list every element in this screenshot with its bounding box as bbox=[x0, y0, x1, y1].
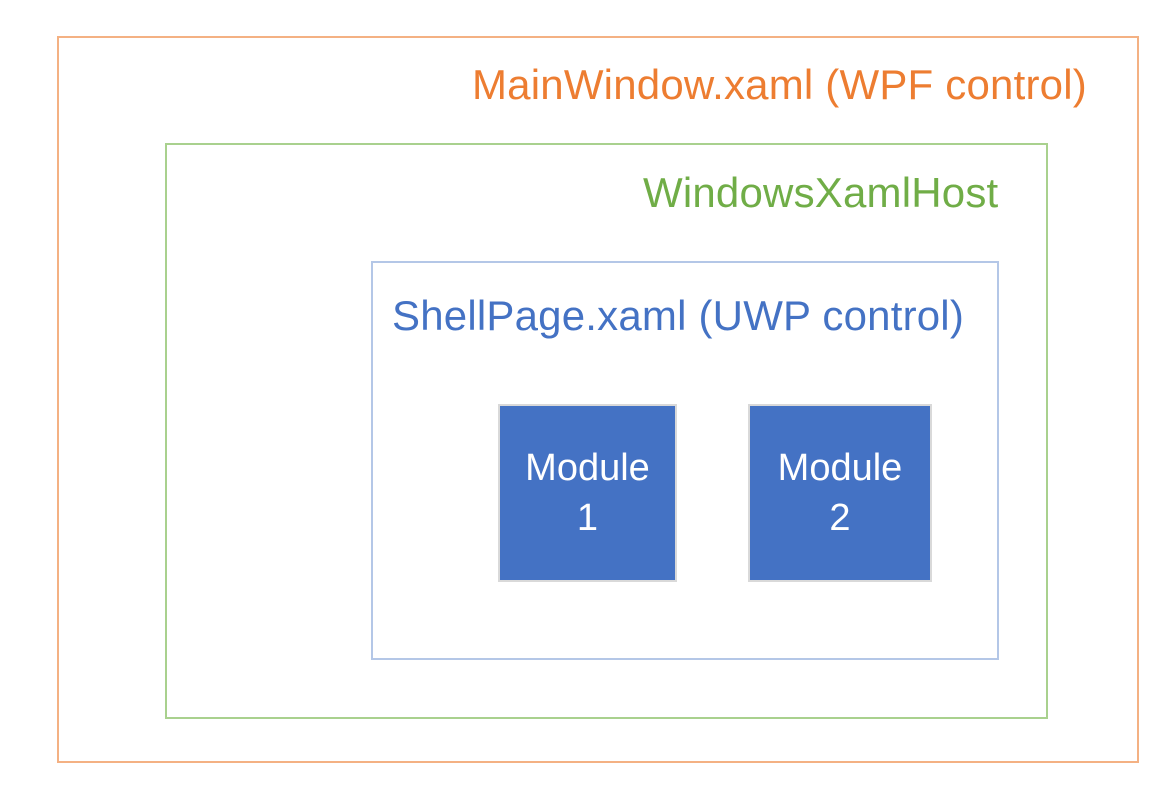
module-2-label-line2: 2 bbox=[829, 497, 851, 539]
module-2-box: Module 2 bbox=[748, 404, 932, 582]
shellpage-box: ShellPage.xaml (UWP control) Module 1 Mo… bbox=[371, 261, 999, 660]
windowsxamlhost-box: WindowsXamlHost ShellPage.xaml (UWP cont… bbox=[165, 143, 1048, 719]
module-2-label-line1: Module bbox=[777, 446, 903, 489]
module-1-box: Module 1 bbox=[498, 404, 677, 582]
module-1-label-line2: 1 bbox=[576, 497, 599, 539]
mainwindow-label: MainWindow.xaml (WPF control) bbox=[472, 61, 1087, 108]
mainwindow-box: MainWindow.xaml (WPF control) WindowsXam… bbox=[57, 36, 1139, 763]
module-1-label-line1: Module bbox=[525, 446, 650, 489]
shellpage-label: ShellPage.xaml (UWP control) bbox=[392, 292, 965, 339]
windowsxamlhost-label: WindowsXamlHost bbox=[643, 169, 999, 216]
